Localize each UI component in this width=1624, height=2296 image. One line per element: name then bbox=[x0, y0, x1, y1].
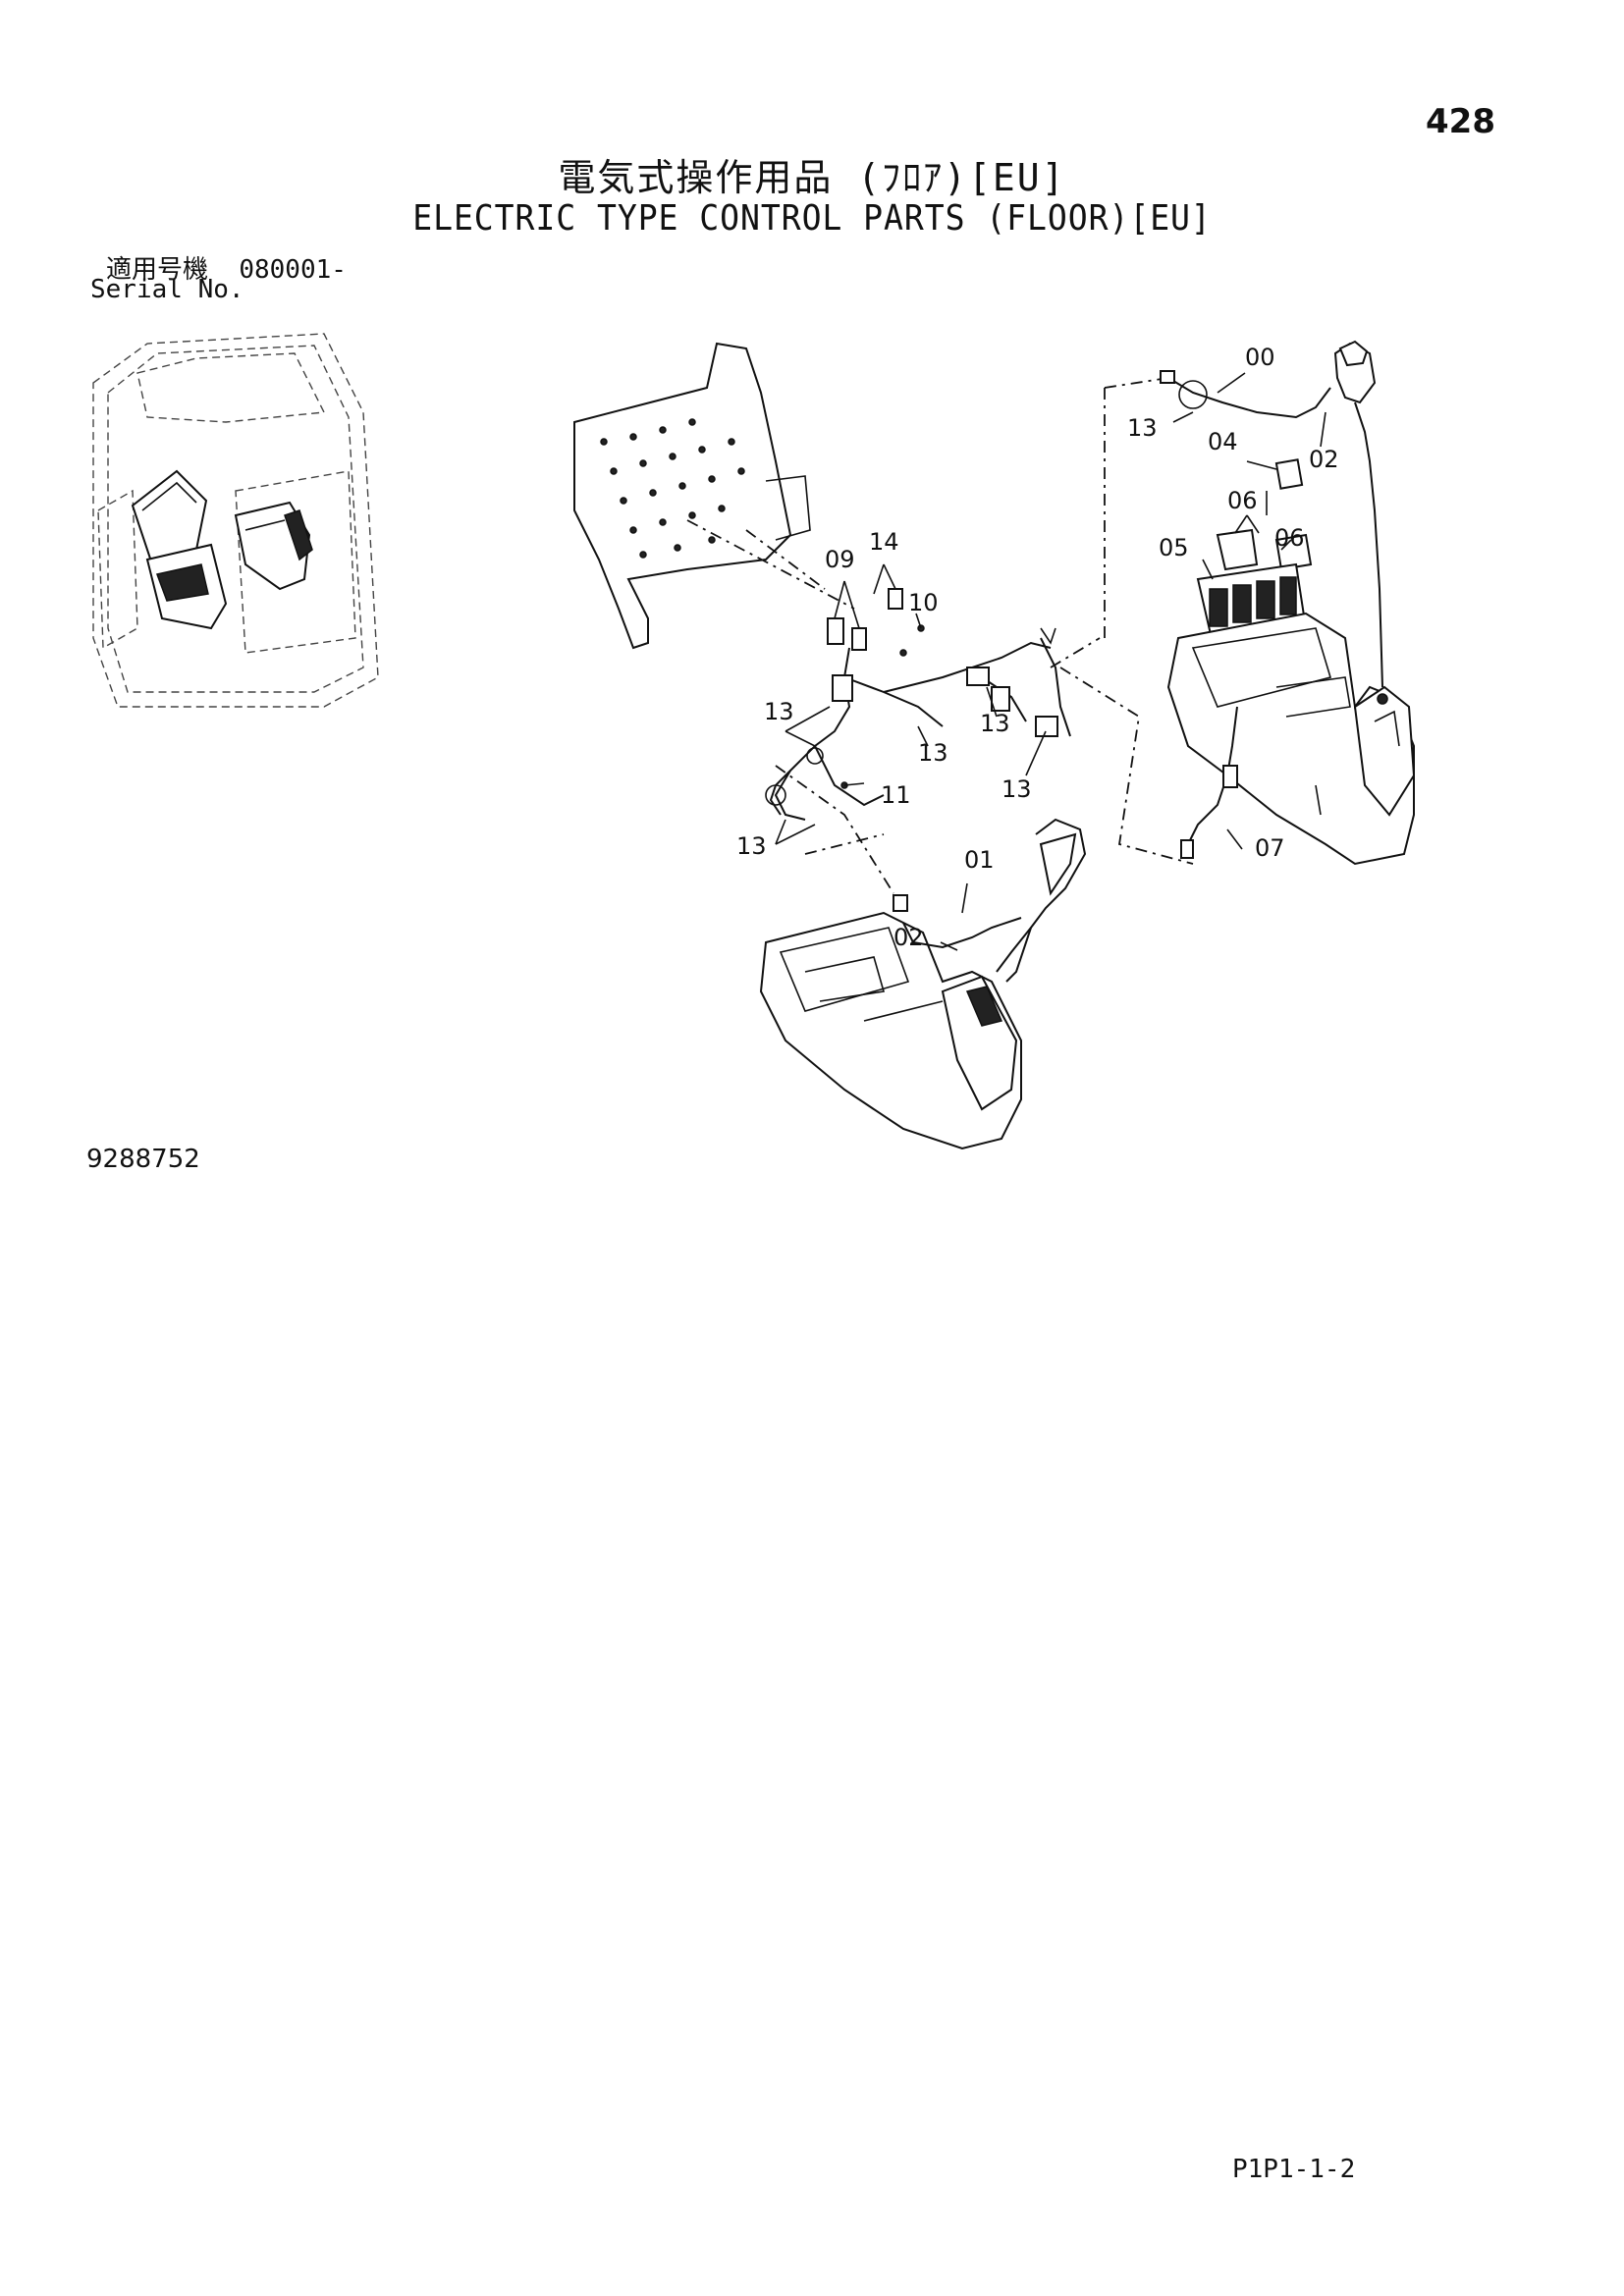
wiring-harness bbox=[765, 588, 1071, 821]
part-07-cable bbox=[1180, 706, 1238, 859]
title-japanese: 電気式操作用品 (ﾌﾛｱ)[EU] bbox=[558, 156, 1066, 199]
callout-06: 06 bbox=[1274, 524, 1305, 552]
cab-overview-illustration bbox=[92, 333, 379, 708]
mounting-plate bbox=[573, 342, 811, 650]
page-code: P1P1-1-2 bbox=[1232, 2155, 1356, 2184]
callout-labels: 00 13 04 02 06 06 05 14 09 10 13 13 13 1… bbox=[736, 344, 1339, 951]
page-number: 428 bbox=[1426, 102, 1495, 141]
callout-10: 10 bbox=[908, 589, 939, 616]
serial-label-jp-text: 適用号機 bbox=[106, 255, 209, 285]
callout-06: 06 bbox=[1227, 487, 1258, 514]
callout-09: 09 bbox=[825, 546, 855, 573]
left-console bbox=[759, 818, 1087, 1150]
right-console bbox=[1166, 612, 1416, 866]
callout-13: 13 bbox=[980, 710, 1010, 737]
title-english: ELECTRIC TYPE CONTROL PARTS (FLOOR)[EU] bbox=[412, 198, 1212, 239]
callout-13: 13 bbox=[736, 832, 767, 860]
callout-13: 13 bbox=[1001, 775, 1032, 803]
callout-01: 01 bbox=[964, 846, 995, 874]
callout-05: 05 bbox=[1159, 534, 1189, 561]
callout-14: 14 bbox=[869, 528, 899, 556]
right-lever-harness bbox=[1160, 340, 1383, 688]
callout-13: 13 bbox=[918, 739, 948, 767]
serial-value: 080001- bbox=[239, 255, 347, 285]
callout-leaders bbox=[775, 372, 1326, 951]
serial-label-japanese: 適用号機 080001- bbox=[106, 249, 347, 286]
callout-04: 04 bbox=[1208, 428, 1238, 455]
callout-00: 00 bbox=[1245, 344, 1275, 371]
callout-11: 11 bbox=[881, 781, 911, 809]
serial-label-english: Serial No. bbox=[90, 275, 244, 304]
drawing-number: 9288752 bbox=[86, 1145, 200, 1174]
callout-13: 13 bbox=[764, 698, 794, 725]
callout-02: 02 bbox=[893, 924, 924, 951]
leader-lines bbox=[686, 377, 1194, 894]
callout-13: 13 bbox=[1127, 414, 1158, 442]
callout-02: 02 bbox=[1309, 446, 1339, 473]
callout-07: 07 bbox=[1255, 834, 1285, 862]
